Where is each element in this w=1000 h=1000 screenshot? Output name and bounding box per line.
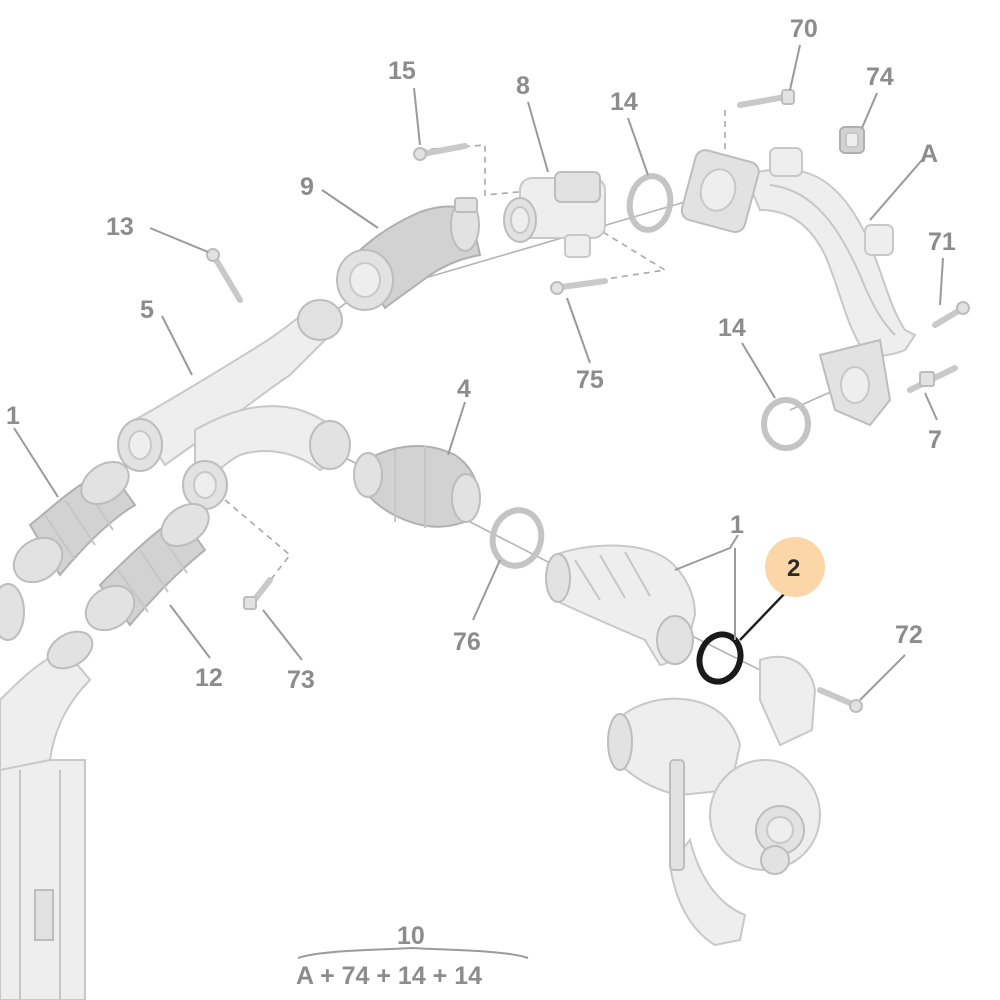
callout-75: 75 bbox=[576, 366, 604, 394]
leader-lines bbox=[13, 44, 944, 959]
bolt-72 bbox=[817, 687, 863, 713]
callout-15: 15 bbox=[388, 57, 416, 85]
throttle-body-8 bbox=[503, 171, 606, 258]
callout-8: 8 bbox=[516, 72, 530, 100]
callout-1-left: 1 bbox=[6, 402, 20, 430]
bolt-70 bbox=[737, 89, 795, 108]
intake-pipe-A bbox=[680, 147, 917, 427]
callout-labels: 70 74 15 8 14 A 9 13 71 5 14 75 1 4 7 1 … bbox=[6, 15, 956, 990]
callout-12: 12 bbox=[195, 664, 223, 692]
callout-4: 4 bbox=[457, 375, 471, 403]
callout-71: 71 bbox=[928, 228, 956, 256]
callout-70: 70 bbox=[790, 15, 818, 43]
callout-5: 5 bbox=[140, 296, 154, 324]
callout-76: 76 bbox=[453, 628, 481, 656]
highlight-badge bbox=[765, 537, 825, 597]
intercooler bbox=[0, 583, 94, 1000]
o-ring-14-upper bbox=[626, 173, 674, 233]
callout-1-right: 1 bbox=[730, 511, 744, 539]
callout-72: 72 bbox=[895, 621, 923, 649]
bolt-73 bbox=[243, 577, 273, 610]
callout-13: 13 bbox=[106, 213, 134, 241]
stud-7 bbox=[907, 365, 958, 393]
callout-74: 74 bbox=[866, 63, 894, 91]
outlet-housing-5 bbox=[117, 299, 351, 510]
callout-2-highlighted: 2 bbox=[787, 555, 800, 582]
callout-14-lower: 14 bbox=[718, 314, 746, 342]
kit-formula: A + 74 + 14 + 14 bbox=[296, 962, 482, 990]
hose-9 bbox=[336, 197, 482, 311]
bolt-75 bbox=[550, 278, 608, 295]
callout-A: A bbox=[920, 140, 938, 168]
callout-14-upper: 14 bbox=[610, 88, 638, 116]
callout-10: 10 bbox=[397, 922, 425, 950]
turbocharger bbox=[607, 655, 821, 947]
hose-12 bbox=[84, 503, 210, 632]
bolt-71 bbox=[932, 301, 970, 328]
hose-1-left bbox=[12, 461, 137, 584]
bolt-13 bbox=[206, 248, 243, 303]
o-ring-14-lower bbox=[761, 397, 811, 451]
bolt-15 bbox=[413, 143, 468, 161]
callout-9: 9 bbox=[300, 173, 314, 201]
resonator-1-right bbox=[545, 544, 697, 667]
o-ring-2 bbox=[696, 631, 744, 685]
hose-4 bbox=[353, 444, 481, 528]
fitting-74 bbox=[839, 126, 865, 154]
clamp-76 bbox=[489, 507, 545, 569]
callout-73: 73 bbox=[287, 666, 315, 694]
callout-7: 7 bbox=[928, 426, 942, 454]
